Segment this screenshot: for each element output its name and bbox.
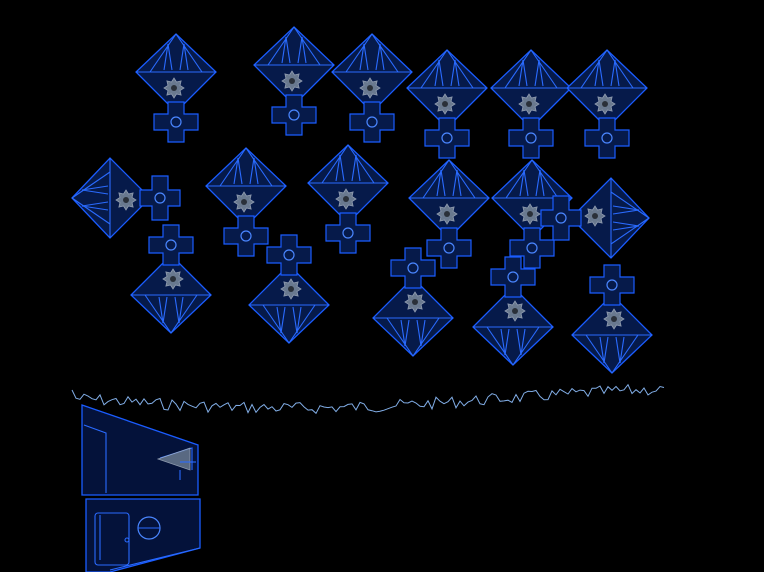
docking-cross — [223, 215, 269, 257]
diamond-ship-icon — [130, 254, 212, 334]
diamond-ship-icon — [135, 33, 217, 113]
docking-cross — [584, 117, 630, 159]
docking-port-icon — [240, 230, 252, 242]
docking-cross — [540, 195, 582, 241]
docking-port-icon — [407, 262, 419, 274]
base-lower-panel[interactable] — [85, 498, 201, 572]
docking-port-icon — [443, 242, 455, 254]
ship-1-4[interactable] — [406, 49, 488, 159]
docking-cross — [349, 101, 395, 143]
docking-port-icon — [441, 132, 453, 144]
docking-port-icon — [526, 242, 538, 254]
docking-port-icon — [165, 239, 177, 251]
docking-port-icon — [366, 116, 378, 128]
diamond-ship-icon — [372, 277, 454, 357]
docking-port-icon — [288, 109, 300, 121]
docking-cross — [271, 94, 317, 136]
diamond-ship-icon — [408, 159, 490, 239]
docking-port-icon — [283, 249, 295, 261]
ship-2-5[interactable] — [491, 159, 573, 269]
docking-cross — [426, 227, 472, 269]
ship-3-2[interactable] — [248, 234, 330, 344]
docking-cross — [508, 117, 554, 159]
diamond-ship-icon — [490, 49, 572, 129]
diamond-ship-icon — [406, 49, 488, 129]
base-upper-panel[interactable] — [81, 404, 199, 496]
diamond-ship-icon — [253, 26, 335, 106]
diamond-ship-icon — [307, 144, 389, 224]
signal-wave — [71, 383, 665, 415]
diamond-ship-icon — [571, 294, 653, 374]
diamond-ship-icon — [71, 157, 151, 239]
docking-cross — [390, 247, 436, 289]
diamond-ship-icon — [205, 147, 287, 227]
docking-cross — [139, 175, 181, 221]
docking-cross — [490, 256, 536, 298]
launcher-icon — [156, 447, 191, 471]
ship-2-6[interactable] — [540, 177, 650, 259]
ship-1-3[interactable] — [331, 33, 413, 143]
diamond-ship-icon — [248, 264, 330, 344]
ship-3-5[interactable] — [571, 264, 653, 374]
ship-2-2[interactable] — [205, 147, 287, 257]
docking-port-icon — [606, 279, 618, 291]
ship-3-1[interactable] — [130, 224, 212, 334]
ship-1-6[interactable] — [566, 49, 648, 159]
ship-1-5[interactable] — [490, 49, 572, 159]
docking-port-icon — [342, 227, 354, 239]
ship-2-1[interactable] — [71, 157, 181, 239]
docking-port-icon — [154, 192, 166, 204]
docking-cross — [509, 227, 555, 269]
docking-port-icon — [555, 212, 567, 224]
ship-3-4[interactable] — [472, 256, 554, 366]
docking-port-icon — [525, 132, 537, 144]
docking-cross — [148, 224, 194, 266]
docking-port-icon — [507, 271, 519, 283]
enemy-fleet — [71, 26, 653, 374]
docking-cross — [325, 212, 371, 254]
diamond-ship-icon — [331, 33, 413, 113]
docking-cross — [266, 234, 312, 276]
diamond-ship-icon — [570, 177, 650, 259]
ship-2-3[interactable] — [307, 144, 389, 254]
ship-1-1[interactable] — [135, 33, 217, 143]
diamond-ship-icon — [566, 49, 648, 129]
player-base — [81, 404, 201, 572]
docking-port-icon — [601, 132, 613, 144]
ship-2-4[interactable] — [408, 159, 490, 269]
docking-cross — [153, 101, 199, 143]
ship-1-2[interactable] — [253, 26, 335, 136]
docking-port-icon — [170, 116, 182, 128]
ship-3-3[interactable] — [372, 247, 454, 357]
diamond-ship-icon — [472, 286, 554, 366]
docking-cross — [424, 117, 470, 159]
docking-cross — [589, 264, 635, 306]
